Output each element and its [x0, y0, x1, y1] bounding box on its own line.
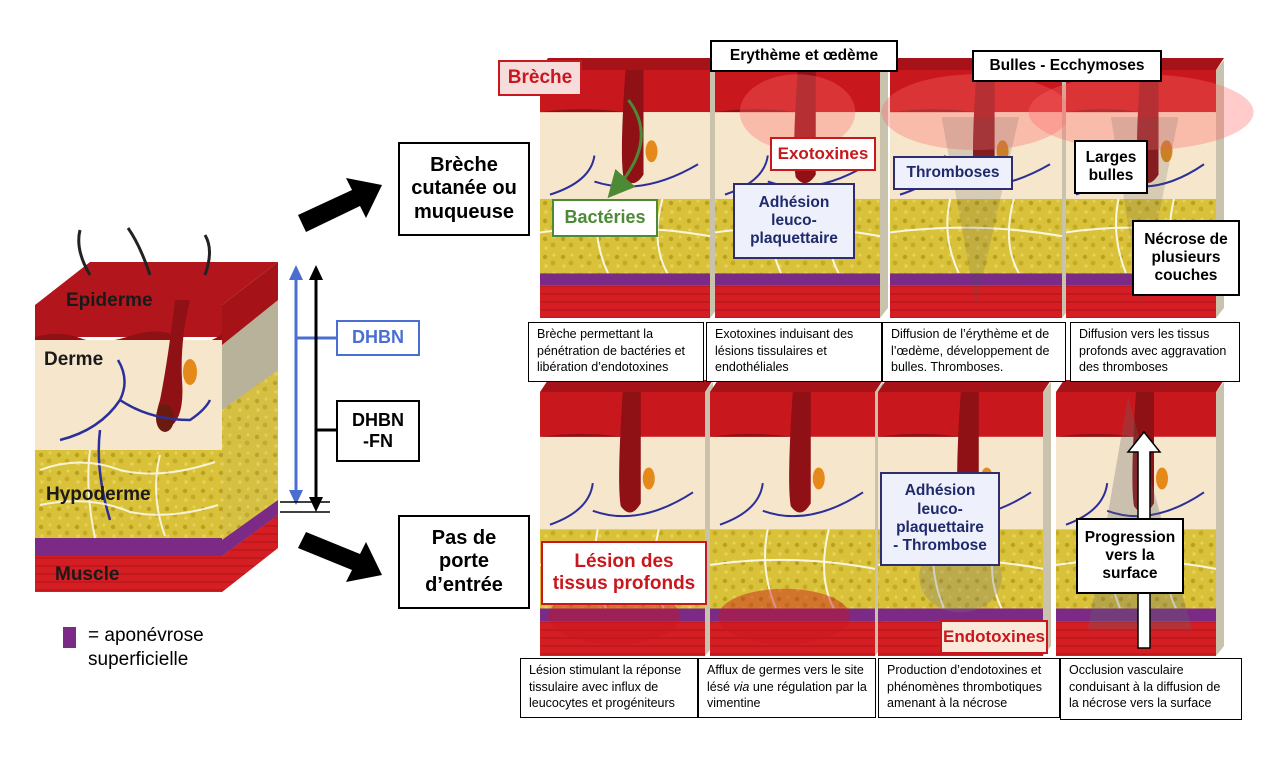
blood-vessel: [549, 155, 699, 196]
fascia-legend-swatch: [63, 627, 76, 648]
erythema-zone: [739, 74, 856, 151]
caption-bottom-2: Afflux de germes vers le site lésé via u…: [698, 658, 876, 718]
necrose-label: Nécrose de plusieurs couches: [1132, 220, 1240, 296]
fascia-layer: [715, 273, 880, 286]
fascia-layer: [890, 273, 1062, 286]
hypoderme-label: Hypoderme: [46, 484, 151, 505]
dermis-layer: [35, 340, 222, 450]
panel-bottom-2: [709, 380, 883, 656]
deep-lesion-zone: [718, 588, 851, 645]
epidermis-layer: [35, 305, 222, 337]
muscle-label: Muscle: [55, 564, 120, 585]
derme-label: Derme: [44, 349, 104, 370]
caption-bottom-2-pre: Afflux de germes vers le site lésé: [707, 663, 864, 694]
pathway-breach-box: Brèche cutanée ou muqueuse: [398, 142, 530, 236]
endotoxines-label: Endotoxines: [940, 620, 1048, 654]
dhbn-fn-label: DHBN -FN: [336, 400, 420, 462]
muscle-layer: [710, 621, 875, 656]
bacteries-label: Bactéries: [552, 199, 658, 237]
fascia-layer: [540, 608, 705, 622]
fascia-layer: [878, 608, 1043, 622]
erythema-zone: [881, 74, 1071, 151]
caption-bottom-1: Lésion stimulant la réponse tissulaire a…: [520, 658, 698, 718]
dhbn-label: DHBN: [336, 320, 420, 356]
progression-label: Progression vers la surface: [1076, 518, 1184, 594]
larges-bulles-label: Larges bulles: [1074, 140, 1148, 194]
muscle-layer: [1056, 621, 1216, 656]
hypodermis-layer: [890, 198, 1062, 274]
caption-top-1: Brèche permettant la pénétration de bact…: [528, 322, 704, 382]
adhesion-label-top: Adhésion leuco- plaquettaire: [733, 183, 855, 259]
caption-bottom-2-post: une régulation par la vimentine: [707, 679, 867, 711]
fascia-layer: [1056, 608, 1216, 622]
panel-top-1: [539, 58, 718, 318]
blood-vessel: [1065, 482, 1205, 526]
blood-vessel: [549, 482, 694, 526]
muscle-layer: [715, 285, 880, 318]
hypodermis-layer: [35, 450, 222, 538]
pathway-arrow-bottom: [298, 532, 382, 582]
bacteria-entry-arrow: [607, 99, 643, 199]
fascia-layer: [35, 538, 222, 556]
panel-bottom-1: [539, 380, 713, 656]
caption-top-2: Exotoxines induisant des lésions tissula…: [706, 322, 882, 382]
erythema-zone: [1028, 74, 1254, 151]
fascia-legend-text: = aponévrose superficielle: [88, 625, 204, 670]
caption-bottom-3: Production d’endotoxines et phénomènes t…: [878, 658, 1060, 718]
pathway-arrow-top: [298, 178, 382, 232]
thromboses-label: Thromboses: [893, 156, 1013, 190]
muscle-layer: [35, 556, 222, 592]
adhesion-thrombose-label: Adhésion leuco- plaquettaire - Thrombose: [880, 472, 1000, 566]
hypodermis-layer: [710, 529, 875, 609]
exotoxines-label: Exotoxines: [770, 137, 876, 171]
muscle-layer: [540, 621, 705, 656]
caption-bottom-4: Occlusion vasculaire conduisant à la dif…: [1060, 658, 1242, 720]
pathway-no-entry-box: Pas de porte d’entrée: [398, 515, 530, 609]
skin-block: [35, 227, 278, 592]
lesion-label: Lésion des tissus profonds: [541, 541, 707, 605]
hair-follicle: [973, 70, 995, 184]
hair-follicle: [789, 392, 811, 513]
hair-follicle: [619, 392, 641, 513]
caption-bottom-2-via: via: [733, 679, 750, 694]
muscle-layer: [890, 285, 1062, 318]
caption-top-4: Diffusion vers les tissus profonds avec …: [1070, 322, 1240, 382]
bulles-header: Bulles - Ecchymoses: [972, 50, 1162, 82]
blood-vessel: [719, 482, 864, 526]
breche-label: Brèche: [498, 60, 582, 96]
fascia-layer: [540, 273, 710, 286]
caption-top-3: Diffusion de l’érythème et de l’œdème, d…: [882, 322, 1066, 382]
muscle-layer: [540, 285, 710, 318]
fascia-layer: [710, 608, 875, 622]
depth-indicators: [280, 265, 336, 513]
erytheme-header: Erythème et œdème: [710, 40, 898, 72]
epiderme-label: Epiderme: [66, 290, 153, 311]
